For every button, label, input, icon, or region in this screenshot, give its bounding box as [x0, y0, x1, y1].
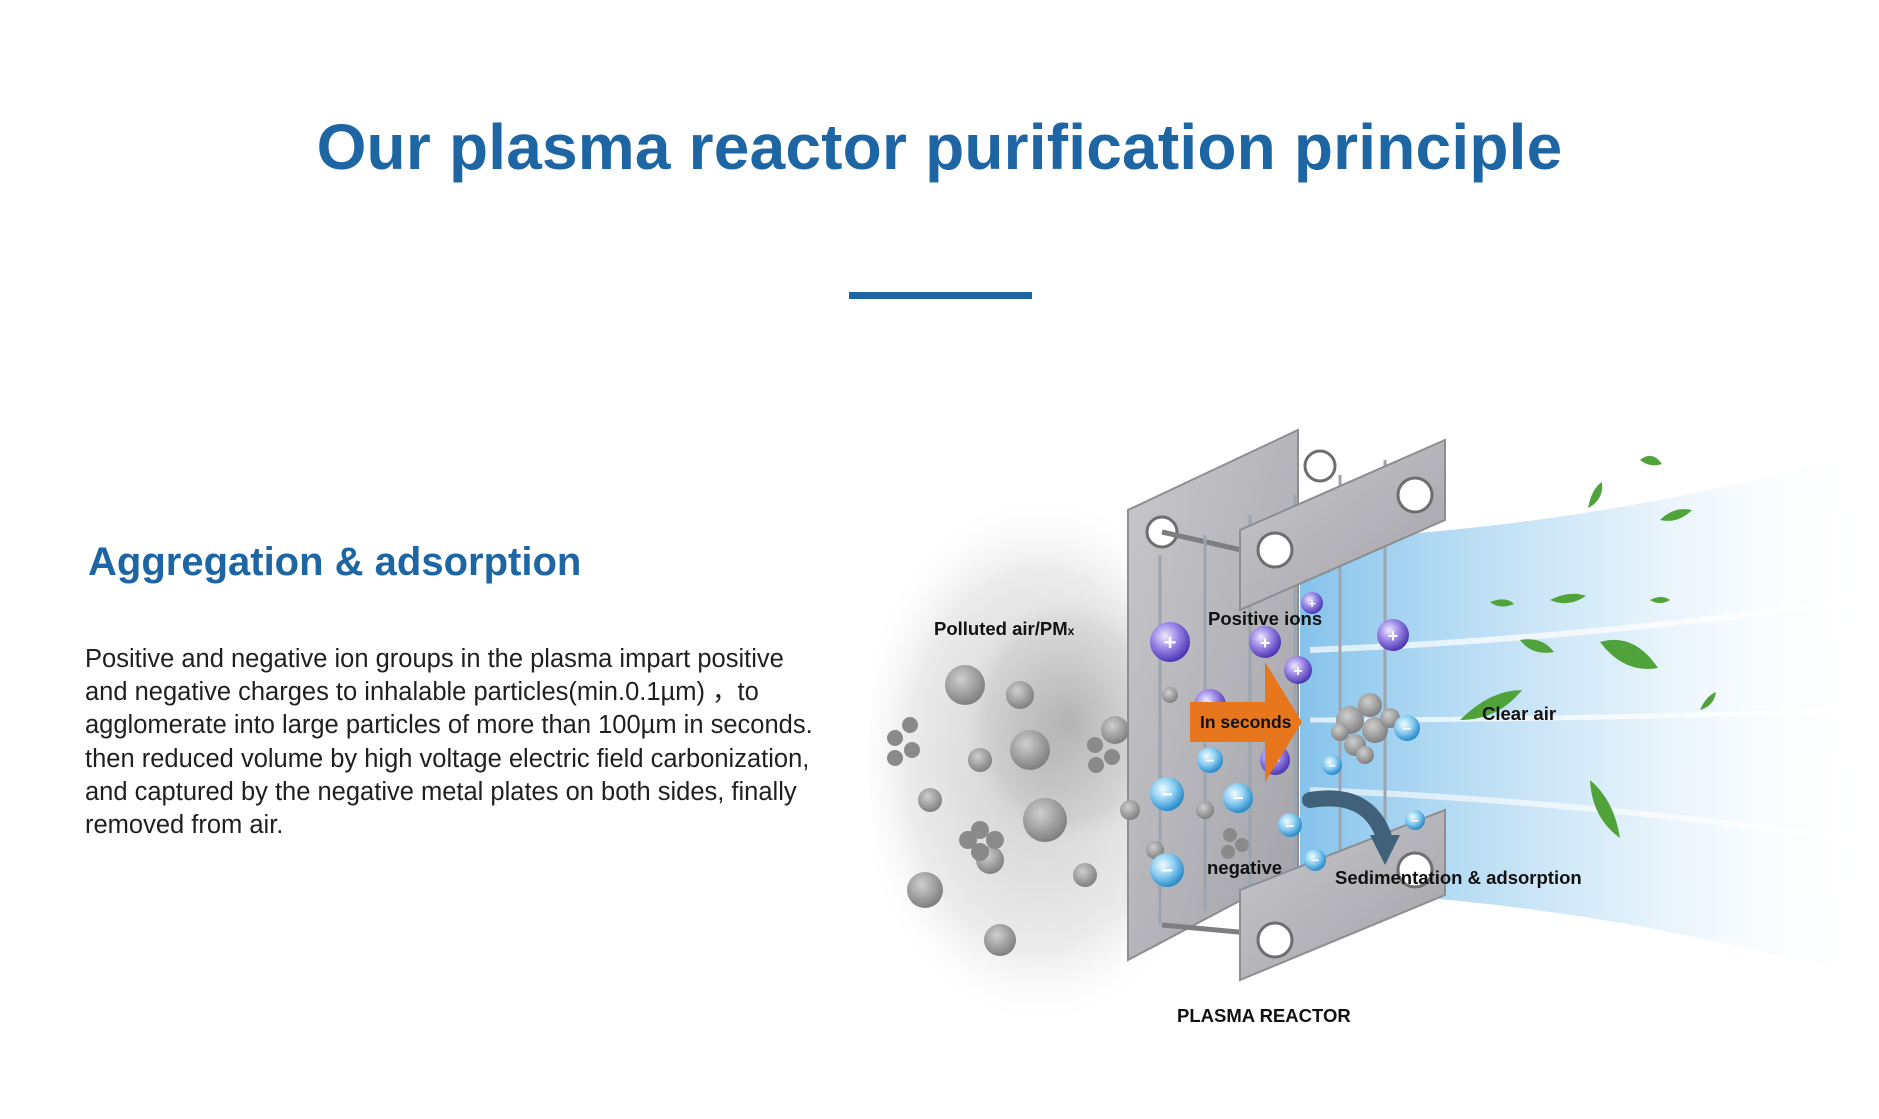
leaf-icon [1460, 455, 1716, 838]
reactor-front-plate [1239, 438, 1446, 982]
label-negative: negative [1207, 857, 1282, 878]
svg-text:−: − [1286, 818, 1295, 835]
negative-ion-icon: − − − − − − − − − [1150, 715, 1425, 887]
aggregated-particles [1331, 693, 1400, 764]
svg-text:+: + [1293, 663, 1302, 680]
svg-text:−: − [1233, 788, 1244, 808]
section-heading: Aggregation & adsorption [88, 540, 582, 584]
svg-text:+: + [1164, 630, 1177, 655]
body-line: and negative charges to inhalable partic… [85, 678, 759, 707]
label-in-seconds: In seconds [1200, 712, 1292, 732]
label-polluted-air: Polluted air/PMx [934, 618, 1075, 639]
particle-icon [907, 665, 1214, 956]
in-seconds-arrow [1190, 662, 1302, 782]
body-line: agglomerate into large particles of more… [85, 711, 813, 740]
curved-arrow-icon [1302, 790, 1400, 865]
body-line: removed from air. [85, 811, 284, 840]
svg-text:−: − [1311, 852, 1319, 868]
body-line: then reduced volume by high voltage elec… [85, 744, 810, 773]
svg-text:+: + [1260, 633, 1271, 653]
svg-text:−: − [1161, 784, 1173, 806]
section-body: Positive and negative ion groups in the … [85, 643, 855, 842]
label-sedimentation: Sedimentation & adsorption [1335, 867, 1582, 888]
label-plasma-reactor: PLASMA REACTOR [1177, 1005, 1351, 1026]
svg-text:+: + [1308, 596, 1316, 611]
svg-text:−: − [1328, 758, 1336, 773]
body-line: and captured by the negative metal plate… [85, 777, 797, 806]
plasma-reactor-diagram: + + + + + + + − − − − − − − − − [870, 428, 1870, 1030]
label-clear-air: Clear air [1482, 703, 1556, 724]
page-title: Our plasma reactor purification principl… [316, 111, 1563, 183]
body-line: Positive and negative ion groups in the … [85, 645, 784, 673]
svg-text:+: + [1388, 626, 1399, 646]
svg-text:−: − [1205, 753, 1214, 770]
svg-text:−: − [1402, 721, 1411, 738]
svg-text:−: − [1411, 813, 1419, 828]
title-underline [849, 292, 1032, 299]
particle-cluster-icon [887, 717, 1249, 861]
label-positive-ions: Positive ions [1208, 608, 1322, 629]
svg-text:−: − [1161, 860, 1173, 882]
